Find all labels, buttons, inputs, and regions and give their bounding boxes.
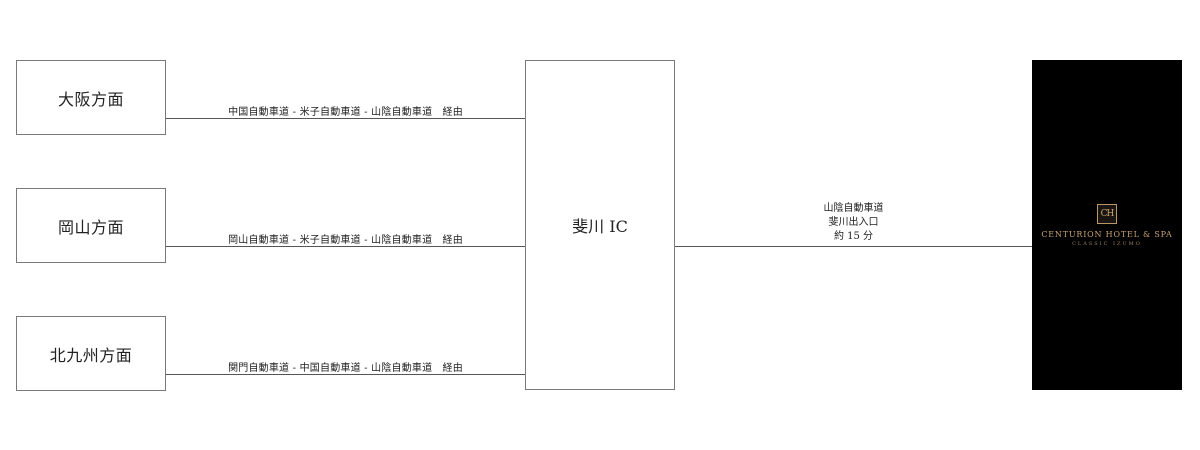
hotel-logo-icon: CH bbox=[1097, 203, 1117, 224]
connector-line-kitakyushu bbox=[166, 374, 525, 375]
origin-box-okayama: 岡山方面 bbox=[16, 188, 166, 263]
hotel-box: CH CENTURION HOTEL & SPA CLASSIC IZUMO bbox=[1032, 60, 1182, 390]
route-label-kitakyushu: 関門自動車道 - 中国自動車道 - 山陰自動車道 経由 bbox=[228, 363, 463, 374]
interchange-box: 斐川 IC bbox=[525, 60, 675, 390]
origin-box-kitakyushu: 北九州方面 bbox=[16, 316, 166, 391]
origin-label-osaka: 大阪方面 bbox=[57, 89, 124, 109]
interchange-label: 斐川 IC bbox=[572, 217, 628, 236]
hotel-route-line2: 斐川出入口 bbox=[828, 217, 879, 228]
hotel-name: CENTURION HOTEL & SPA bbox=[1041, 229, 1173, 239]
hotel-route-label: 山陰自動車道 斐川出入口 約 15 分 bbox=[675, 202, 1032, 244]
origin-box-osaka: 大阪方面 bbox=[16, 60, 166, 135]
route-label-osaka: 中国自動車道 - 米子自動車道 - 山陰自動車道 経由 bbox=[228, 107, 463, 118]
hotel-route-line1: 山陰自動車道 bbox=[823, 203, 884, 214]
hotel-subname: CLASSIC IZUMO bbox=[1072, 240, 1142, 247]
route-label-okayama: 岡山自動車道 - 米子自動車道 - 山陰自動車道 経由 bbox=[228, 235, 463, 246]
origin-label-kitakyushu: 北九州方面 bbox=[49, 345, 133, 365]
origin-label-okayama: 岡山方面 bbox=[57, 217, 124, 237]
connector-line-hotel bbox=[675, 246, 1032, 247]
connector-line-okayama bbox=[166, 246, 525, 247]
hotel-route-line3: 約 15 分 bbox=[833, 231, 874, 242]
connector-line-osaka bbox=[166, 118, 525, 119]
